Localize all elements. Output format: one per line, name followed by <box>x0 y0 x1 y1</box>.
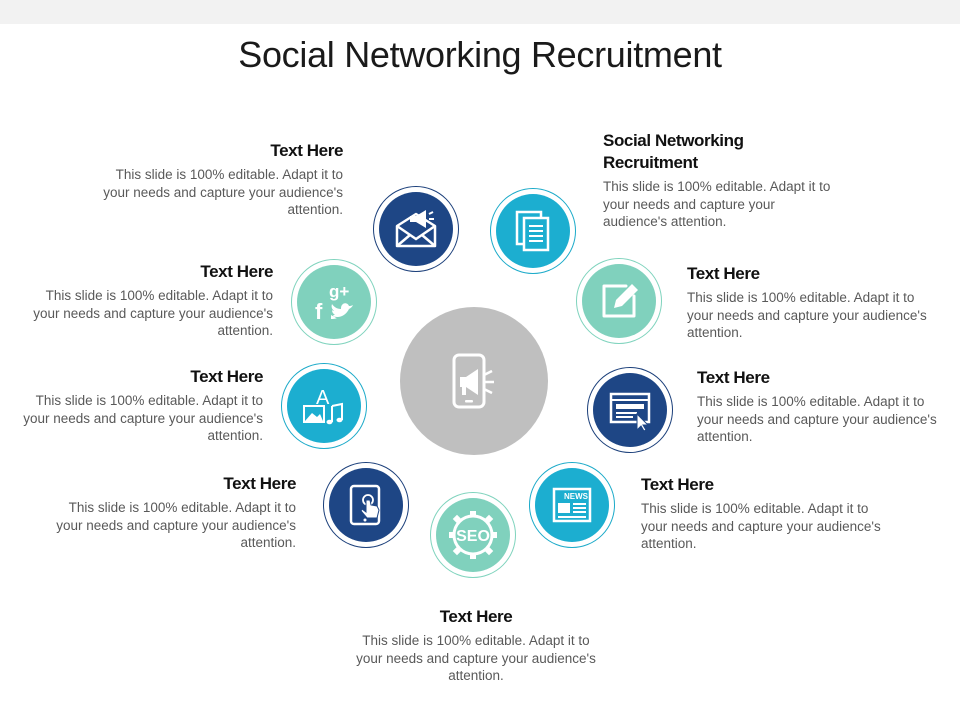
edit-icon <box>596 278 642 324</box>
seo-label: SEO <box>456 528 490 545</box>
block-heading: Text Here <box>687 264 760 283</box>
item-circle-1 <box>373 186 459 272</box>
smartphone-megaphone-icon <box>442 349 506 413</box>
block-heading: Text Here <box>439 607 513 626</box>
web-page-icon <box>607 388 653 432</box>
block-body: This slide is 100% editable. Adapt it to… <box>603 179 831 229</box>
block-body: This slide is 100% editable. Adapt it to… <box>356 633 596 683</box>
social-media-icon: g+ f <box>309 279 359 325</box>
svg-text:g+: g+ <box>329 282 349 301</box>
block-body: This slide is 100% editable. Adapt it to… <box>103 167 343 217</box>
tablet-touch-icon <box>343 482 389 528</box>
text-block-5: Text Here This slide is 100% editable. A… <box>23 366 263 445</box>
block-heading: Text Here <box>223 474 296 493</box>
block-heading: Text Here <box>697 368 770 387</box>
block-body: This slide is 100% editable. Adapt it to… <box>687 290 927 340</box>
block-body: This slide is 100% editable. Adapt it to… <box>23 393 263 443</box>
item-circle-5: A <box>281 363 367 449</box>
text-block-1: Text Here This slide is 100% editable. A… <box>103 140 343 219</box>
text-block-6: Text Here This slide is 100% editable. A… <box>697 367 937 446</box>
block-heading: Text Here <box>200 262 273 281</box>
center-circle <box>400 307 548 455</box>
slide-title: Social Networking Recruitment <box>238 34 722 75</box>
text-block-3: Text Here This slide is 100% editable. A… <box>33 261 273 340</box>
text-block-7: Text Here This slide is 100% editable. A… <box>56 473 296 552</box>
item-circle-4 <box>576 258 662 344</box>
block-heading: Text Here <box>641 475 714 494</box>
text-block-4: Text Here This slide is 100% editable. A… <box>687 263 927 342</box>
svg-text:A: A <box>316 387 330 409</box>
item-circle-7 <box>323 462 409 548</box>
item-circle-8: NEWS <box>529 462 615 548</box>
documents-icon <box>511 208 555 254</box>
item-circle-6 <box>587 367 673 453</box>
item-circle-9: SEO <box>430 492 516 578</box>
text-block-2: Social Networking Recruitment This slide… <box>603 130 833 231</box>
text-block-8: Text Here This slide is 100% editable. A… <box>641 474 881 553</box>
block-body: This slide is 100% editable. Adapt it to… <box>33 288 273 338</box>
news-icon: NEWS <box>548 483 596 527</box>
text-block-9: Text Here This slide is 100% editable. A… <box>356 606 596 685</box>
block-heading: Social Networking Recruitment <box>603 131 744 172</box>
top-bar <box>0 0 960 24</box>
media-icon: A <box>300 382 348 430</box>
block-body: This slide is 100% editable. Adapt it to… <box>641 501 881 551</box>
svg-text:f: f <box>315 299 323 324</box>
block-heading: Text Here <box>270 141 343 160</box>
item-circle-3: g+ f <box>291 259 377 345</box>
seo-icon: SEO <box>446 508 500 562</box>
news-label: NEWS <box>564 492 589 501</box>
item-circle-2 <box>490 188 576 274</box>
block-body: This slide is 100% editable. Adapt it to… <box>697 394 937 444</box>
mail-megaphone-icon <box>393 206 439 252</box>
block-body: This slide is 100% editable. Adapt it to… <box>56 500 296 550</box>
block-heading: Text Here <box>190 367 263 386</box>
